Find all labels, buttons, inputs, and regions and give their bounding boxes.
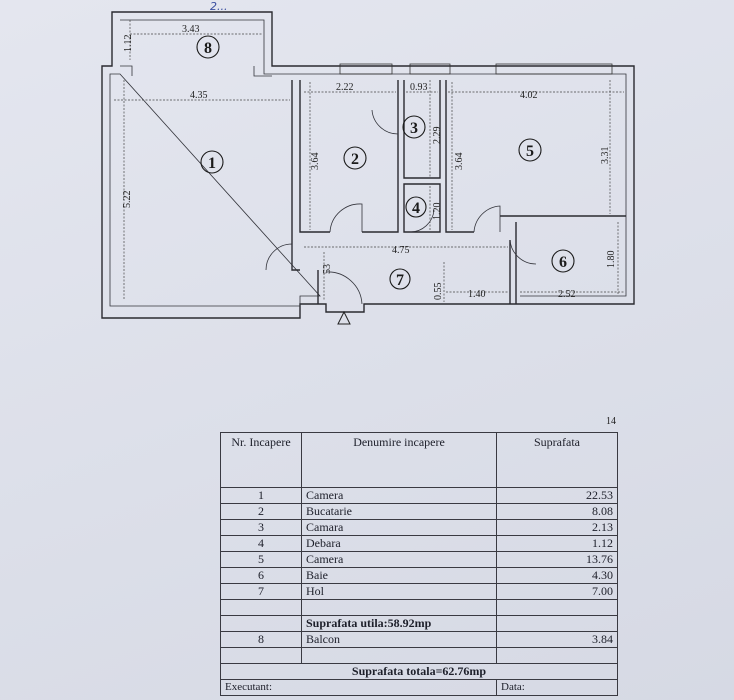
executant-label: Executant:: [220, 679, 497, 696]
room-4-marker: 4: [405, 196, 427, 218]
dim-1-12: 1.12: [123, 35, 134, 53]
table-row: 2 Bucatarie 8.08: [220, 503, 618, 520]
row-area: 3.84: [496, 631, 618, 648]
row-name: Camera: [301, 487, 497, 504]
room-1-number: 1: [208, 155, 216, 172]
dim-3-64-a: 3.64: [310, 153, 321, 171]
dimension-labels: 3.43 1.12 4.35 5.22 2.22 3.64 0.93 2.29 …: [122, 24, 617, 300]
useful-area-total: Suprafata utila:58.92mp: [301, 615, 497, 632]
row-name: Bucatarie: [301, 503, 497, 520]
room-6-number: 6: [559, 254, 567, 271]
dim-1-20: 1.20: [432, 203, 443, 221]
room-4-number: 4: [412, 200, 420, 217]
row-nr: 8: [220, 631, 302, 648]
room-5-number: 5: [526, 143, 534, 160]
dim-5-22: 5.22: [122, 191, 133, 209]
room-8-marker: 8: [196, 35, 220, 59]
interior-walls: [291, 80, 626, 304]
dim-53: 53: [322, 264, 333, 274]
row-nr: 1: [220, 487, 302, 504]
row-nr: 4: [220, 535, 302, 552]
row-area: 13.76: [496, 551, 618, 568]
handwritten-note: 2...: [210, 0, 228, 13]
row-area: 4.30: [496, 567, 618, 584]
table-row: 5 Camera 13.76: [220, 551, 618, 568]
table-row-balcony: 8 Balcon 3.84: [220, 631, 618, 648]
row-area: 8.08: [496, 503, 618, 520]
dim-0-93: 0.93: [410, 82, 428, 93]
dim-4-75: 4.75: [392, 245, 410, 256]
row-area: 7.00: [496, 583, 618, 600]
table-header-row: Nr. Incapere Denumire incapere Suprafata: [220, 432, 618, 488]
signature-row: Executant: Data:: [220, 679, 618, 696]
room-3-marker: 3: [402, 115, 426, 139]
total-area-row: Suprafata totala=62.76mp: [220, 663, 618, 680]
dim-4-02: 4.02: [520, 90, 538, 101]
dim-3-31: 3.31: [600, 147, 611, 165]
dim-1-80: 1.80: [606, 251, 617, 269]
dim-1-40: 1.40: [468, 289, 486, 300]
row-name: Hol: [301, 583, 497, 600]
table-row: 3 Camara 2.13: [220, 519, 618, 536]
room-8-number: 8: [204, 40, 212, 57]
room-7-marker: 7: [389, 268, 411, 290]
row-name: Baie: [301, 567, 497, 584]
room-6-marker: 6: [551, 249, 575, 273]
row-nr: 5: [220, 551, 302, 568]
row-nr: 7: [220, 583, 302, 600]
row-nr: 3: [220, 519, 302, 536]
room-2-number: 2: [351, 151, 359, 168]
dim-2-22: 2.22: [336, 82, 354, 93]
rooms-area-table: Nr. Incapere Denumire incapere Suprafata…: [220, 432, 618, 696]
header-nr: Nr. Incapere: [220, 432, 302, 488]
door-swings: [265, 109, 537, 305]
table-row: 6 Baie 4.30: [220, 567, 618, 584]
table-spacer-row: [220, 647, 618, 664]
outer-walls: [101, 11, 635, 319]
dimension-lines: [114, 20, 624, 302]
dim-3-64-b: 3.64: [454, 153, 465, 171]
room-markers: 1 2 3 4 5 6 7 8: [196, 35, 575, 290]
row-nr: 2: [220, 503, 302, 520]
dim-3-43: 3.43: [182, 24, 200, 35]
table-spacer-row: [220, 599, 618, 616]
floor-plan: 2...: [101, 0, 635, 427]
page-mark: 14: [606, 416, 616, 427]
dim-2-52: 2.52: [558, 289, 576, 300]
room-7-number: 7: [396, 272, 404, 289]
header-area: Suprafata: [496, 432, 618, 488]
row-area: 1.12: [496, 535, 618, 552]
room-1-marker: 1: [200, 150, 224, 174]
useful-area-row: Suprafata utila:58.92mp: [220, 615, 618, 632]
room-3-number: 3: [410, 120, 418, 137]
entrance-marker: [337, 310, 351, 325]
table-row: 4 Debara 1.12: [220, 535, 618, 552]
date-label: Data:: [496, 679, 618, 696]
total-area: Suprafata totala=62.76mp: [220, 663, 618, 680]
room-2-marker: 2: [343, 146, 367, 170]
row-name: Camara: [301, 519, 497, 536]
table-row: 7 Hol 7.00: [220, 583, 618, 600]
room-5-marker: 5: [518, 138, 542, 162]
row-area: 2.13: [496, 519, 618, 536]
dim-0-55: 0.55: [433, 283, 444, 301]
table-row: 1 Camera 22.53: [220, 487, 618, 504]
row-area: 22.53: [496, 487, 618, 504]
header-name: Denumire incapere: [301, 432, 497, 488]
dim-2-29: 2.29: [432, 127, 443, 145]
row-name: Camera: [301, 551, 497, 568]
dim-4-35: 4.35: [190, 90, 208, 101]
row-name: Balcon: [301, 631, 497, 648]
row-name: Debara: [301, 535, 497, 552]
row-nr: 6: [220, 567, 302, 584]
